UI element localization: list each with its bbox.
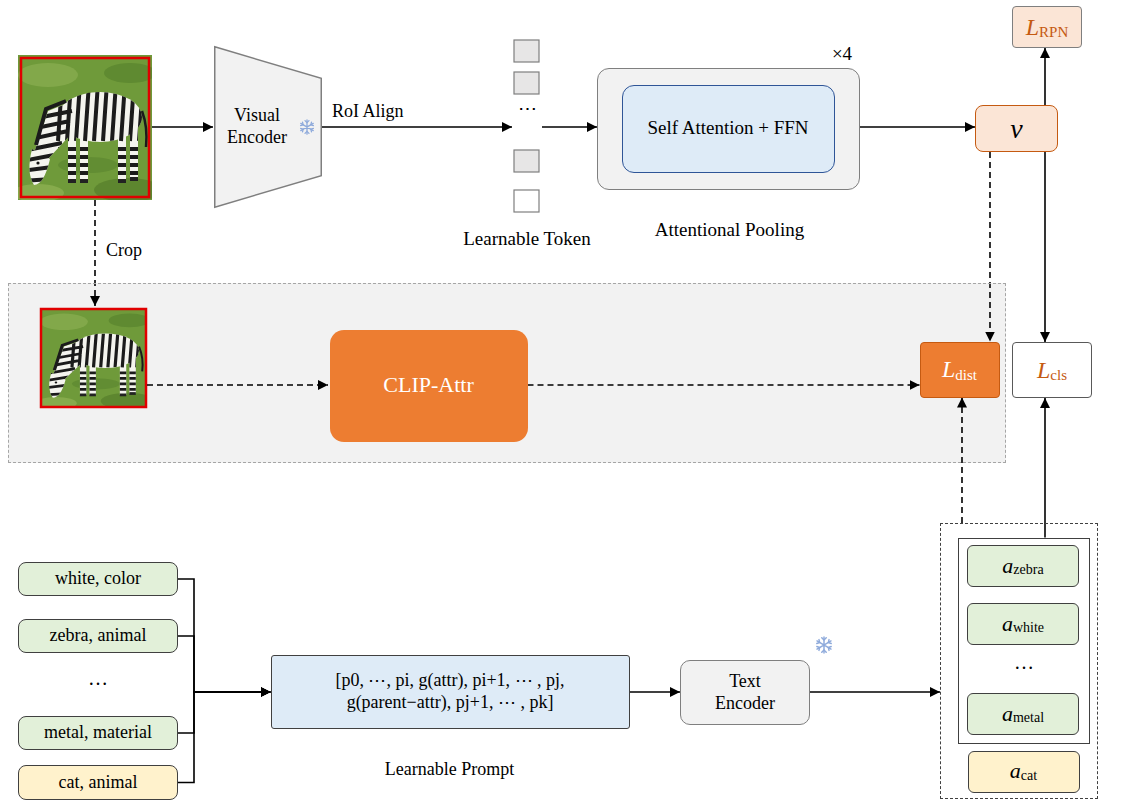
distillation-region: CLIP-Attr Ldist	[8, 283, 1006, 463]
text-encoder: Text Encoder	[680, 660, 810, 725]
caption: ×4	[820, 43, 864, 66]
caption: ⋯	[502, 98, 552, 121]
attribute-box: zebra, animal	[18, 619, 178, 654]
connector	[322, 126, 512, 128]
node-label: Visual Encoder	[220, 105, 294, 148]
node-label: v	[1010, 112, 1022, 146]
node-label: [p0, ⋯, pi, g(attr), pi+1, ⋯ , pj, g(par…	[282, 670, 618, 713]
node-label: zebra, animal	[50, 625, 147, 647]
subscript: cat	[1021, 768, 1037, 785]
caption: Learnable Token	[447, 228, 607, 251]
attentional-pooling-box: ×4Attentional PoolingSelf Attention + FF…	[597, 68, 860, 190]
cropped-photo	[35, 308, 155, 409]
node-label: cat, animal	[59, 772, 138, 794]
attribute-box: metal, material	[18, 716, 178, 751]
attribute-embedding: acat	[968, 751, 1080, 793]
connector	[178, 692, 271, 733]
encoder-shape	[215, 47, 322, 208]
edge-label: RoI Align	[332, 101, 404, 123]
caption: Learnable Prompt	[272, 759, 628, 781]
embedding-list: azebraawhiteametal	[958, 538, 1090, 744]
node-label: Text Encoder	[703, 671, 787, 714]
ellipsis: …	[78, 666, 118, 690]
subscript: zebra	[1013, 562, 1043, 579]
crop-label: Crop	[106, 240, 166, 262]
node-label: a	[1010, 758, 1021, 784]
node-label: L	[1037, 356, 1050, 385]
negative-attribute-box: cat, animal	[18, 765, 178, 800]
node-label: Self Attention + FFN	[647, 117, 808, 140]
region-ground	[8, 283, 1006, 463]
connector	[1044, 48, 1046, 105]
visual-encoder: Visual Encoder	[214, 46, 322, 208]
attribute-embedding: azebra	[967, 545, 1079, 587]
input-arrow	[152, 126, 213, 128]
attribute-box: white, color	[18, 562, 178, 597]
region-box	[21, 58, 149, 197]
connector	[630, 691, 681, 693]
token	[514, 150, 539, 172]
subscript: cls	[1050, 366, 1067, 384]
connector	[528, 384, 920, 386]
subscript: RPN	[1039, 23, 1068, 41]
connector	[178, 692, 271, 783]
token	[514, 40, 539, 62]
node-label: CLIP-Attr	[383, 372, 473, 398]
node-label: L	[942, 355, 955, 384]
clip-attr-box: CLIP-Attr	[330, 330, 528, 442]
connector	[178, 636, 271, 692]
connector	[1044, 398, 1046, 538]
attribute-embedding: awhite	[967, 603, 1079, 645]
frozen-icon	[817, 637, 831, 653]
connector	[1044, 152, 1046, 342]
connector	[810, 691, 940, 693]
crop-to-clip-arrow	[147, 384, 328, 386]
node-label: metal, material	[44, 722, 152, 744]
self-attention-box: Self Attention + FFN	[622, 85, 835, 173]
attribute-embedding: ametal	[967, 693, 1079, 735]
learnable-token	[514, 190, 539, 212]
zebra-photo	[12, 55, 162, 202]
loss-box: LRPN	[1012, 6, 1082, 48]
learnable-prompt-box: [p0, ⋯, pi, g(attr), pi+1, ⋯ , pj, g(par…	[271, 655, 630, 729]
node-label: white, color	[55, 568, 141, 590]
loss-box: Ldist	[920, 342, 1000, 398]
subscript: metal	[1013, 710, 1044, 727]
subscript: dist	[955, 366, 977, 384]
connector	[989, 152, 991, 342]
connector	[178, 579, 271, 692]
ellipsis: …	[1004, 650, 1044, 674]
connector	[542, 126, 597, 128]
region-embedding-box: v	[975, 105, 1058, 152]
caption: Attentional Pooling	[578, 219, 881, 242]
connector	[860, 126, 975, 128]
subscript: white	[1013, 620, 1044, 637]
token	[514, 72, 539, 94]
loss-box: Lcls	[1012, 342, 1092, 398]
crop-arrow	[94, 200, 96, 306]
crop-box	[41, 309, 146, 407]
connector	[961, 398, 963, 524]
node-label: L	[1026, 13, 1039, 42]
token-stack: ⋯Learnable Token	[512, 38, 542, 214]
node-label: a	[1002, 611, 1013, 637]
node-label: a	[1002, 701, 1013, 727]
node-label: a	[1002, 553, 1013, 579]
